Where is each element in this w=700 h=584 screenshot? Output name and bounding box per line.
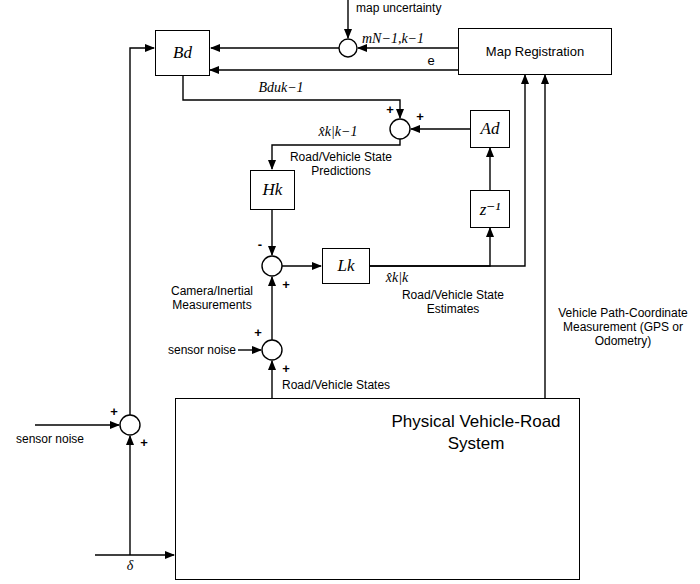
block-box: Ad: [470, 110, 510, 148]
block-box: Hk: [250, 170, 295, 210]
sign-label: +: [384, 103, 396, 117]
sign-label: +: [280, 362, 292, 376]
sign-label: +: [108, 405, 120, 419]
signal-label: δ: [120, 558, 140, 574]
signal-label: x̂k|k: [372, 270, 422, 286]
sign-label: +: [280, 278, 292, 292]
signal-arrow: [210, 69, 458, 70]
signal-label: Road/Vehicle States: [282, 378, 402, 392]
node-text: z⁻¹: [480, 199, 501, 220]
node-text: Physical Vehicle-Road System: [381, 411, 571, 455]
sign-label: -: [254, 238, 266, 252]
signal-arrow: [489, 148, 490, 190]
signal-arrow: [370, 228, 490, 266]
node-text: Hk: [263, 180, 283, 200]
delay-box: z⁻¹: [470, 190, 510, 228]
sign-label: +: [252, 326, 264, 340]
signal-label: map uncertainty: [356, 1, 476, 15]
signal-label: x̂k|k−1: [298, 124, 378, 140]
system-box: Physical Vehicle-Road System: [175, 398, 580, 580]
process-box: Map Registration: [458, 28, 612, 75]
signal-label: Vehicle Path-Coordinate Measurement (GPS…: [552, 306, 694, 348]
node-text: Lk: [338, 256, 355, 276]
signal-label: Camera/Inertial Measurements: [158, 284, 266, 312]
node-text: Bd: [173, 43, 192, 63]
signal-label: Road/Vehicle State Predictions: [285, 150, 397, 178]
signal-label: sensor noise: [160, 343, 236, 357]
node-text: Map Registration: [486, 44, 584, 59]
block-box: Bd: [155, 30, 210, 76]
signal-label: sensor noise: [4, 432, 96, 446]
sign-label: +: [138, 436, 150, 450]
signal-arrow: [544, 75, 545, 398]
signal-label: Road/Vehicle State Estimates: [398, 288, 508, 316]
node-text: Ad: [481, 119, 500, 139]
gain-box: Lk: [322, 248, 370, 284]
sign-label: +: [414, 110, 426, 124]
signal-label: mN−1,k−1: [362, 31, 452, 47]
edge-label: e: [424, 54, 438, 68]
signal-arrow: [370, 75, 525, 266]
signal-label: Bduk−1: [236, 80, 326, 96]
